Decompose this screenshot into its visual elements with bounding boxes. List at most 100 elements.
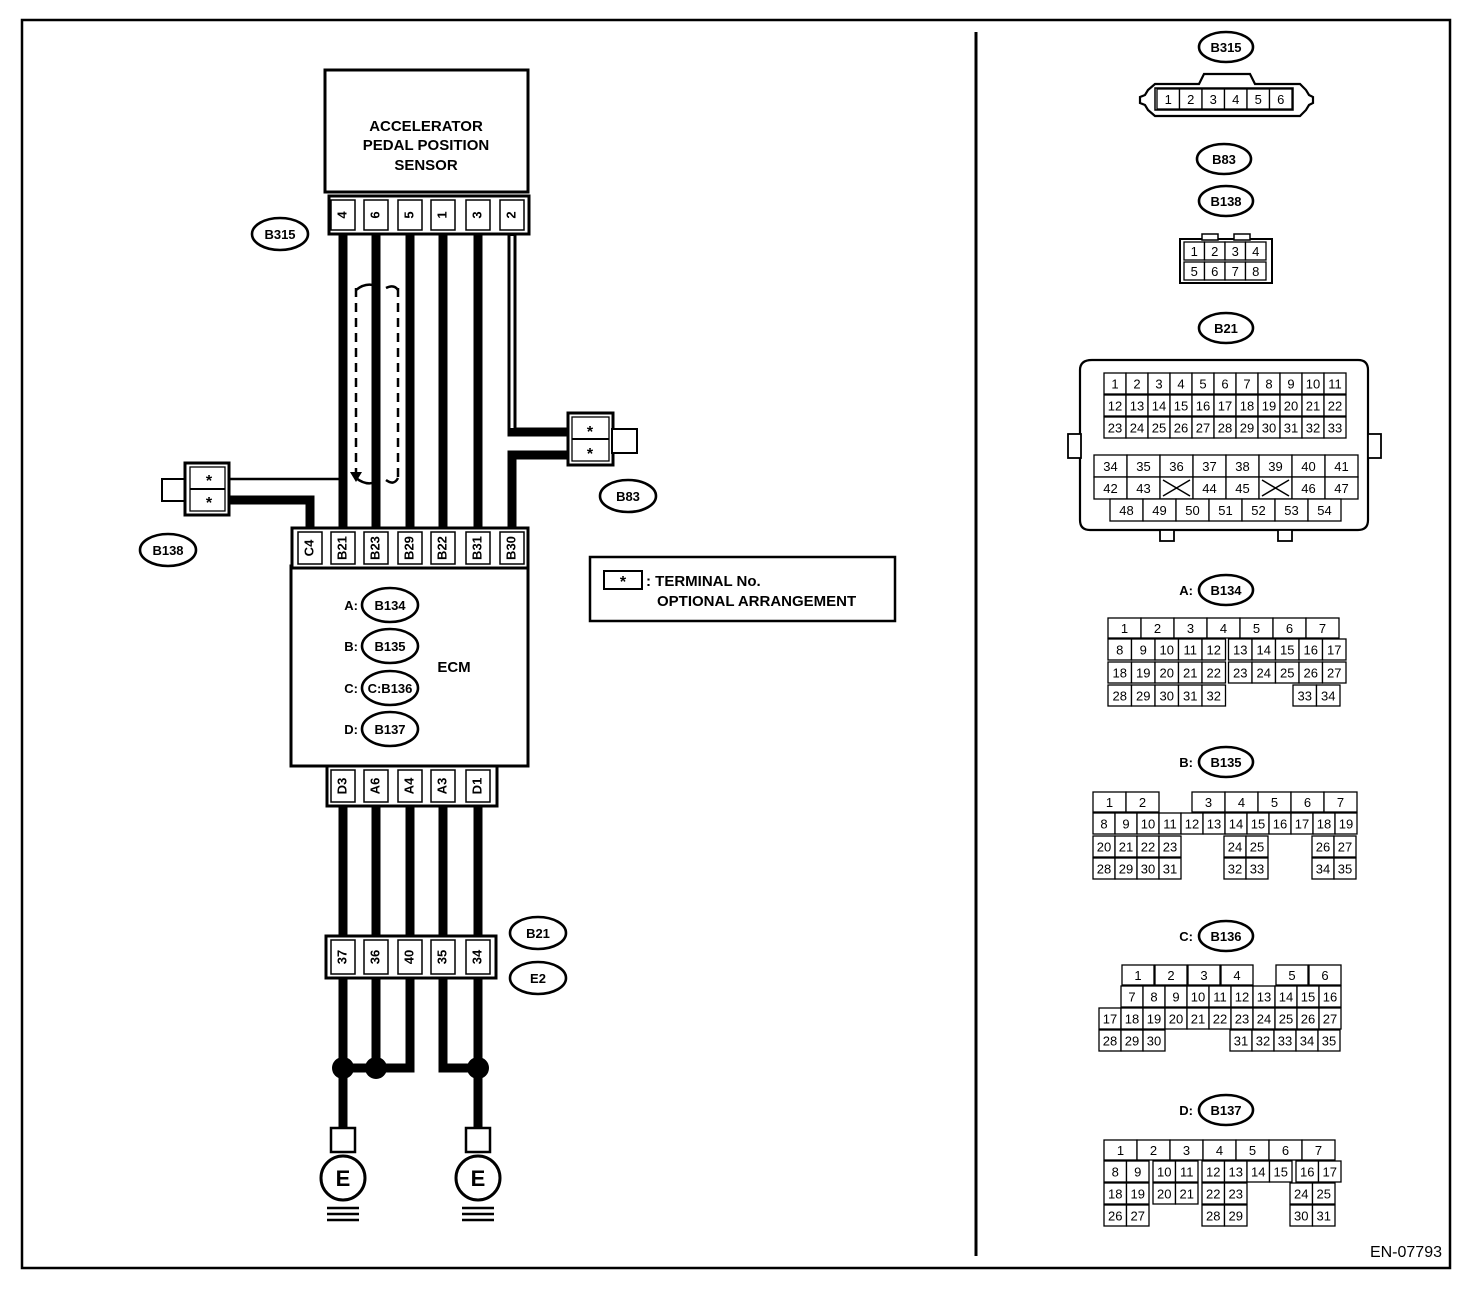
terminal-cell [1301,1139,1336,1161]
pin-label: B29 [401,536,416,560]
terminal-number: 14 [1251,1165,1265,1180]
connector-tag [250,216,310,252]
pin-cell [297,531,323,565]
ecm-connector-tag [360,586,420,624]
terminal-number: 24 [1130,421,1144,436]
pin-label: D3 [334,778,349,795]
terminal-number: 3 [1232,244,1239,259]
joint-connector-b138: * * [161,461,231,517]
terminal-number: 52 [1251,503,1265,518]
pin-cell [465,531,491,565]
terminal-number: 32 [1256,1034,1270,1049]
terminal-number: 6 [1221,377,1228,392]
terminal-number: 29 [1229,1209,1243,1224]
outer-frame [20,18,1452,1270]
terminal-number: 17 [1323,1165,1337,1180]
terminal-number: 31 [1284,421,1298,436]
terminal-number: 27 [1196,421,1210,436]
terminal-number: 13 [1257,990,1271,1005]
pin-cell [397,199,423,231]
terminal-cell [1245,835,1269,858]
terminal-number: 22 [1328,399,1342,414]
terminal-number: 6 [1282,1143,1289,1158]
terminal-cell [1323,372,1347,395]
terminal-number: 21 [1306,399,1320,414]
terminal-number: 5 [1255,92,1262,107]
terminal-number: 15 [1174,399,1188,414]
terminal-number: 7 [1128,990,1135,1005]
terminal-number: 30 [1262,421,1276,436]
terminal-number: 43 [1136,481,1150,496]
terminal-number: 23 [1233,666,1247,681]
terminal-cell [1125,1182,1150,1205]
pin-label: B30 [503,536,518,560]
terminal-number: 25 [1317,1187,1331,1202]
terminal-number: 35 [1136,459,1150,474]
terminal-number: 30 [1147,1034,1161,1049]
pin-label: 37 [334,950,349,964]
ecm-connector-prefix: D: [344,722,358,737]
pin-cell [363,939,389,975]
terminal-number: 5 [1288,968,1295,983]
terminal-number: 27 [1327,666,1341,681]
terminal-cell [1323,791,1358,813]
pin-label: 5 [401,211,416,218]
terminal-cell [1158,835,1182,858]
face-prefix: A: [1179,583,1193,598]
connector-tag [508,915,568,951]
connector-tag-label: B137 [374,722,405,737]
b21-side-tab [1367,433,1382,459]
pin-label: 36 [367,950,382,964]
terminal-number: 14 [1229,817,1243,832]
terminal-number: 31 [1234,1034,1248,1049]
terminal-number: 20 [1160,666,1174,681]
terminal-number: 3 [1200,968,1207,983]
joint-star: * [206,495,213,512]
pin-cell [430,769,456,803]
terminal-number: 2 [1187,92,1194,107]
terminal-number: 23 [1229,1187,1243,1202]
terminal-number: 14 [1257,643,1271,658]
terminal-cell [1121,964,1155,986]
terminal-cell [1321,661,1347,684]
terminal-number: 22 [1206,1187,1220,1202]
pin-label: 34 [469,949,484,964]
terminal-number: 26 [1174,421,1188,436]
sensor-label-line: ACCELERATOR [369,118,483,135]
terminal-number: 26 [1301,1012,1315,1027]
terminal-number: 10 [1191,990,1205,1005]
terminal-number: 48 [1119,503,1133,518]
connector-tag-label: B83 [1212,152,1236,167]
ecm-connector-tag [360,627,420,665]
terminal-number: 33 [1250,862,1264,877]
connector-tag [1197,1093,1255,1127]
connector-tag-label: B315 [264,227,295,242]
connector-tag [508,960,568,996]
pin-label: A3 [434,778,449,795]
accelerator-pedal-position-sensor [323,68,530,194]
terminal-number: 50 [1185,503,1199,518]
terminal-number: 1 [1134,968,1141,983]
terminal-number: 8 [1265,377,1272,392]
terminal-number: 34 [1300,1034,1314,1049]
terminal-number: 11 [1328,377,1342,392]
pin-cell [363,531,389,565]
terminal-number: 3 [1210,92,1217,107]
terminal-number: 11 [1184,643,1198,658]
terminal-number: 21 [1183,666,1197,681]
terminal-number: 22 [1207,666,1221,681]
terminal-number: 15 [1274,1165,1288,1180]
terminal-number: 4 [1177,377,1184,392]
terminal-cell [1321,638,1347,661]
terminal-cell [1174,1160,1199,1183]
pin-label: B31 [469,536,484,560]
terminal-number: 45 [1235,481,1249,496]
terminal-cell [1334,812,1358,835]
